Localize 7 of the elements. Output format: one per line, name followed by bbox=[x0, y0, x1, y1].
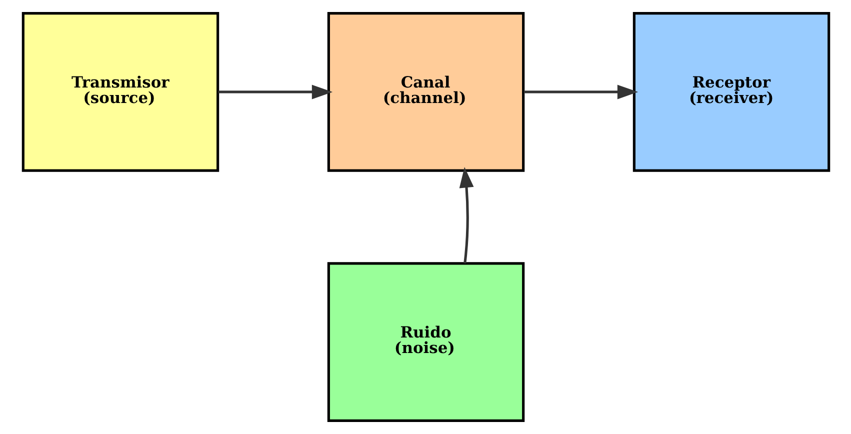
node-box: Canal (channel) bbox=[326, 12, 524, 172]
node-box: Transmisor (source) bbox=[21, 12, 219, 172]
arrow bbox=[523, 84, 638, 100]
arrow bbox=[218, 84, 332, 100]
node-box: Receptor (receiver) bbox=[632, 12, 830, 172]
node-box: Ruido (noise) bbox=[326, 262, 524, 422]
arrow bbox=[458, 166, 474, 264]
